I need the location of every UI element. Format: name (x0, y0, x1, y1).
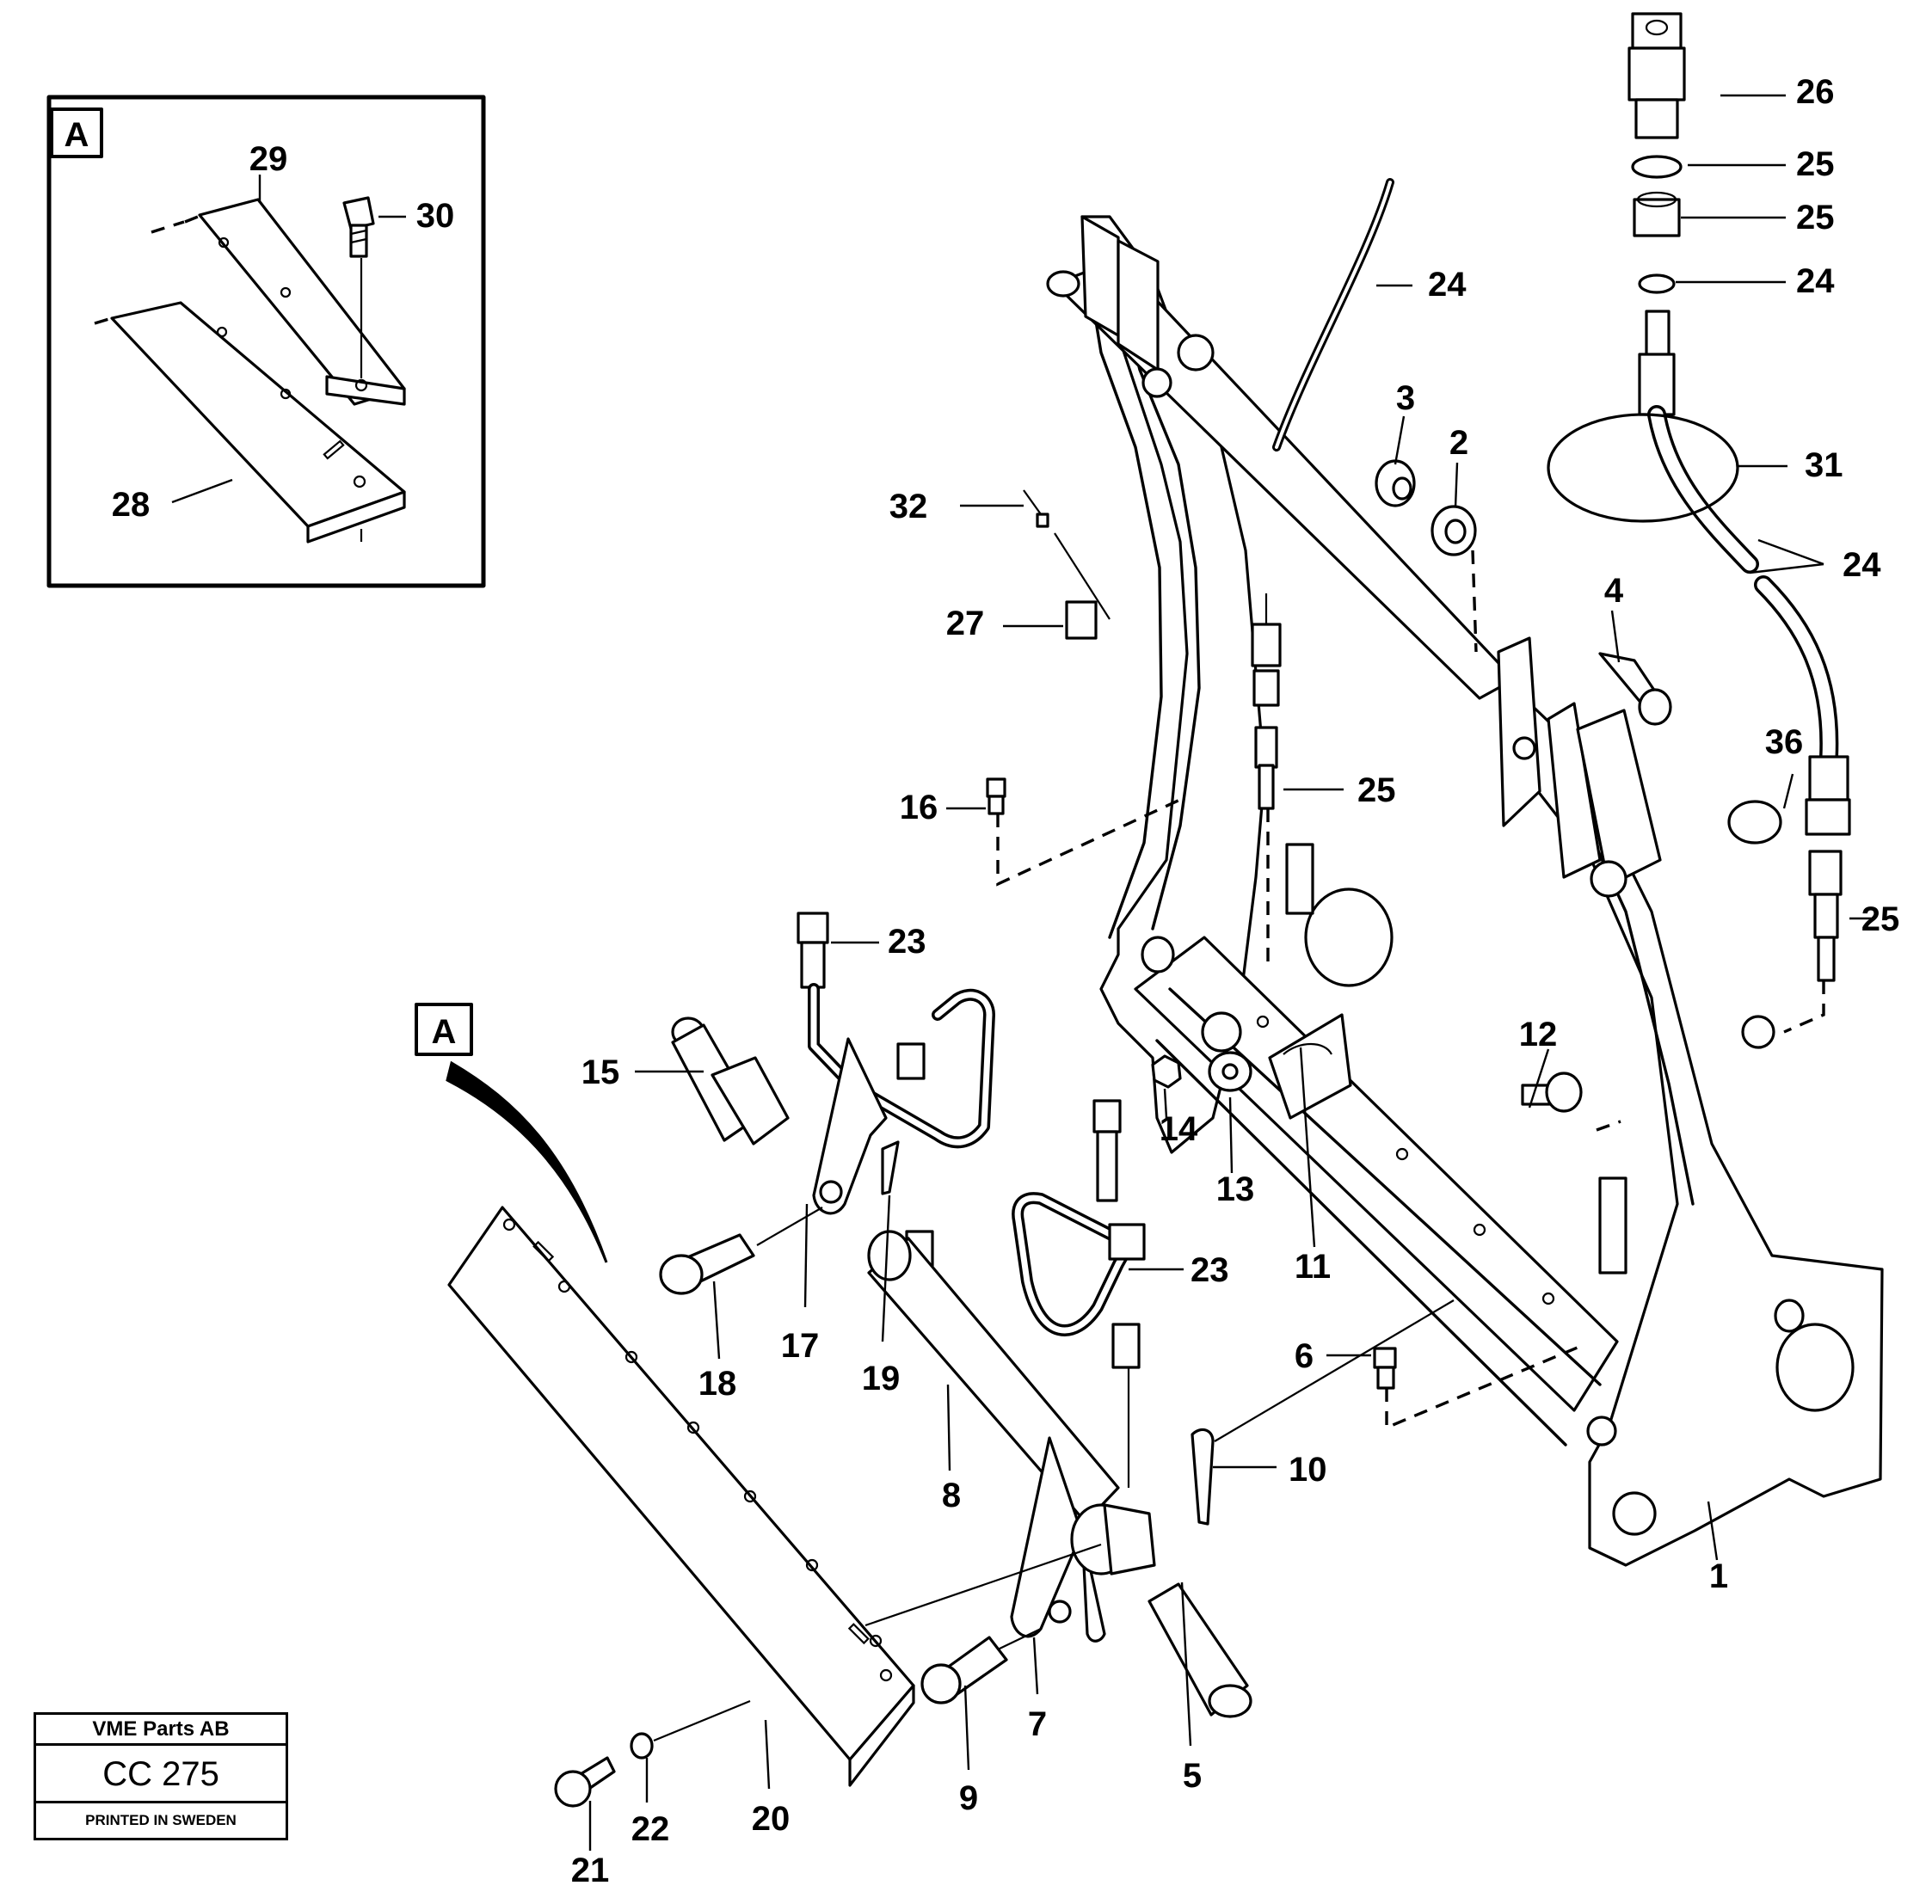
part-28-oring (1631, 155, 1683, 179)
callout-30: 27 (946, 605, 985, 642)
callout-15: 15 (581, 1053, 620, 1091)
callout-24-right: 25 (1861, 900, 1900, 938)
part-14-nut (1151, 1054, 1182, 1089)
callout-23-lower: 23 (1191, 1251, 1229, 1289)
part-30-label (1065, 600, 1098, 640)
callout-6: 6 (1295, 1337, 1314, 1375)
part-35-grease-nipple (1023, 489, 1049, 528)
part-34-ring (1547, 413, 1739, 523)
callout-31: 28 (112, 486, 151, 524)
callout-36: 36 (1765, 723, 1804, 761)
callout-11: 11 (1295, 1248, 1331, 1286)
callout-28: 25 (1796, 145, 1835, 183)
part-32-strip (151, 198, 406, 406)
callout-23-upper: 23 (888, 923, 926, 961)
callout-3: 3 (1396, 379, 1415, 417)
part-19-pin (881, 1140, 900, 1195)
callout-27: 25 (1796, 199, 1835, 236)
callout-5: 5 (1183, 1757, 1202, 1795)
callout-22: 22 (631, 1810, 670, 1848)
callout-12: 12 (1519, 1016, 1558, 1053)
title-company: VME Parts AB (36, 1715, 286, 1746)
callout-20: 20 (752, 1800, 791, 1838)
title-code: CC 275 (36, 1746, 286, 1803)
detail-view-a: A 29 (46, 95, 486, 588)
callout-18: 18 (698, 1365, 737, 1403)
leader-31 (171, 478, 233, 504)
callout-29: 26 (1796, 73, 1835, 111)
callout-4: 4 (1604, 572, 1624, 610)
part-8-cylinder (867, 1230, 1120, 1524)
callout-10: 10 (1289, 1451, 1327, 1489)
callout-16: 16 (900, 789, 938, 826)
part-12-bolt (1521, 1072, 1583, 1113)
part-5-clevis (1070, 1503, 1252, 1718)
detail-letter-box (50, 107, 103, 158)
part-25-hose-right (1638, 310, 1851, 836)
part-20-plate (447, 1206, 915, 1787)
part-16-grease-nipple (986, 777, 1006, 815)
part-24-fitting-right (1808, 850, 1843, 982)
part-15-clevis (671, 1016, 790, 1145)
callout-labels: 26 25 25 24 24 31 24 3 2 4 32 27 36 25 2… (571, 73, 1900, 1889)
part-26-seal (1638, 273, 1676, 294)
callout-24-center: 25 (1357, 771, 1396, 809)
part-18-pin (659, 1233, 755, 1295)
callout-13: 13 (1216, 1170, 1255, 1208)
detail-view-letter: A (65, 116, 89, 154)
main-ref-letter-box (415, 1003, 473, 1056)
callout-35: 32 (889, 488, 928, 525)
callout-17: 17 (781, 1327, 820, 1365)
detail-view-frame (46, 95, 486, 588)
detail-reference-arrow (446, 1060, 608, 1263)
part-9-pin (920, 1636, 1008, 1704)
part-27-adapter (1633, 191, 1681, 237)
part-1-main-frame (1046, 215, 1884, 1567)
part-24-fitting-center (1251, 593, 1282, 810)
callout-9: 9 (959, 1779, 978, 1817)
title-block: VME Parts AB CC 275 PRINTED IN SWEDEN (34, 1712, 288, 1840)
callout-14: 14 (1160, 1110, 1198, 1148)
part-31-plate (94, 301, 406, 544)
callout-21: 21 (571, 1852, 610, 1889)
part-11-bracket (1268, 1013, 1352, 1120)
callout-25-upper: 24 (1428, 266, 1467, 304)
part-10-cotter-pin (1191, 1428, 1215, 1526)
leader-lines (588, 94, 1872, 1851)
part-4-bolt (1598, 652, 1672, 726)
callout-7: 7 (1028, 1705, 1047, 1743)
title-printed: PRINTED IN SWEDEN (85, 1812, 237, 1828)
callout-34: 31 (1805, 446, 1843, 484)
part-33-bolt (342, 196, 375, 378)
callout-33: 30 (416, 197, 455, 235)
callout-1: 1 (1709, 1557, 1728, 1595)
part-22-washer (630, 1732, 654, 1760)
part-23-hose-upper (797, 912, 995, 1268)
callout-25-right: 24 (1843, 546, 1881, 584)
part-2-washer (1431, 505, 1477, 556)
part-36-cap (1727, 800, 1782, 845)
part-21-bolt (554, 1756, 616, 1808)
part-23-hose-lower (1012, 1099, 1146, 1488)
callout-19: 19 (862, 1360, 901, 1397)
callout-8: 8 (942, 1477, 961, 1514)
part-29-coupling (1627, 12, 1686, 139)
part-17-bracket (812, 1037, 888, 1215)
callout-26: 24 (1796, 262, 1835, 300)
callout-32: 29 (249, 140, 288, 178)
part-3-plug (1375, 459, 1416, 507)
part-13-washer (1208, 1051, 1252, 1092)
part-6-grease-nipple (1373, 1347, 1397, 1390)
main-view-detail-ref-letter: A (432, 1013, 457, 1051)
callout-2: 2 (1449, 424, 1468, 462)
